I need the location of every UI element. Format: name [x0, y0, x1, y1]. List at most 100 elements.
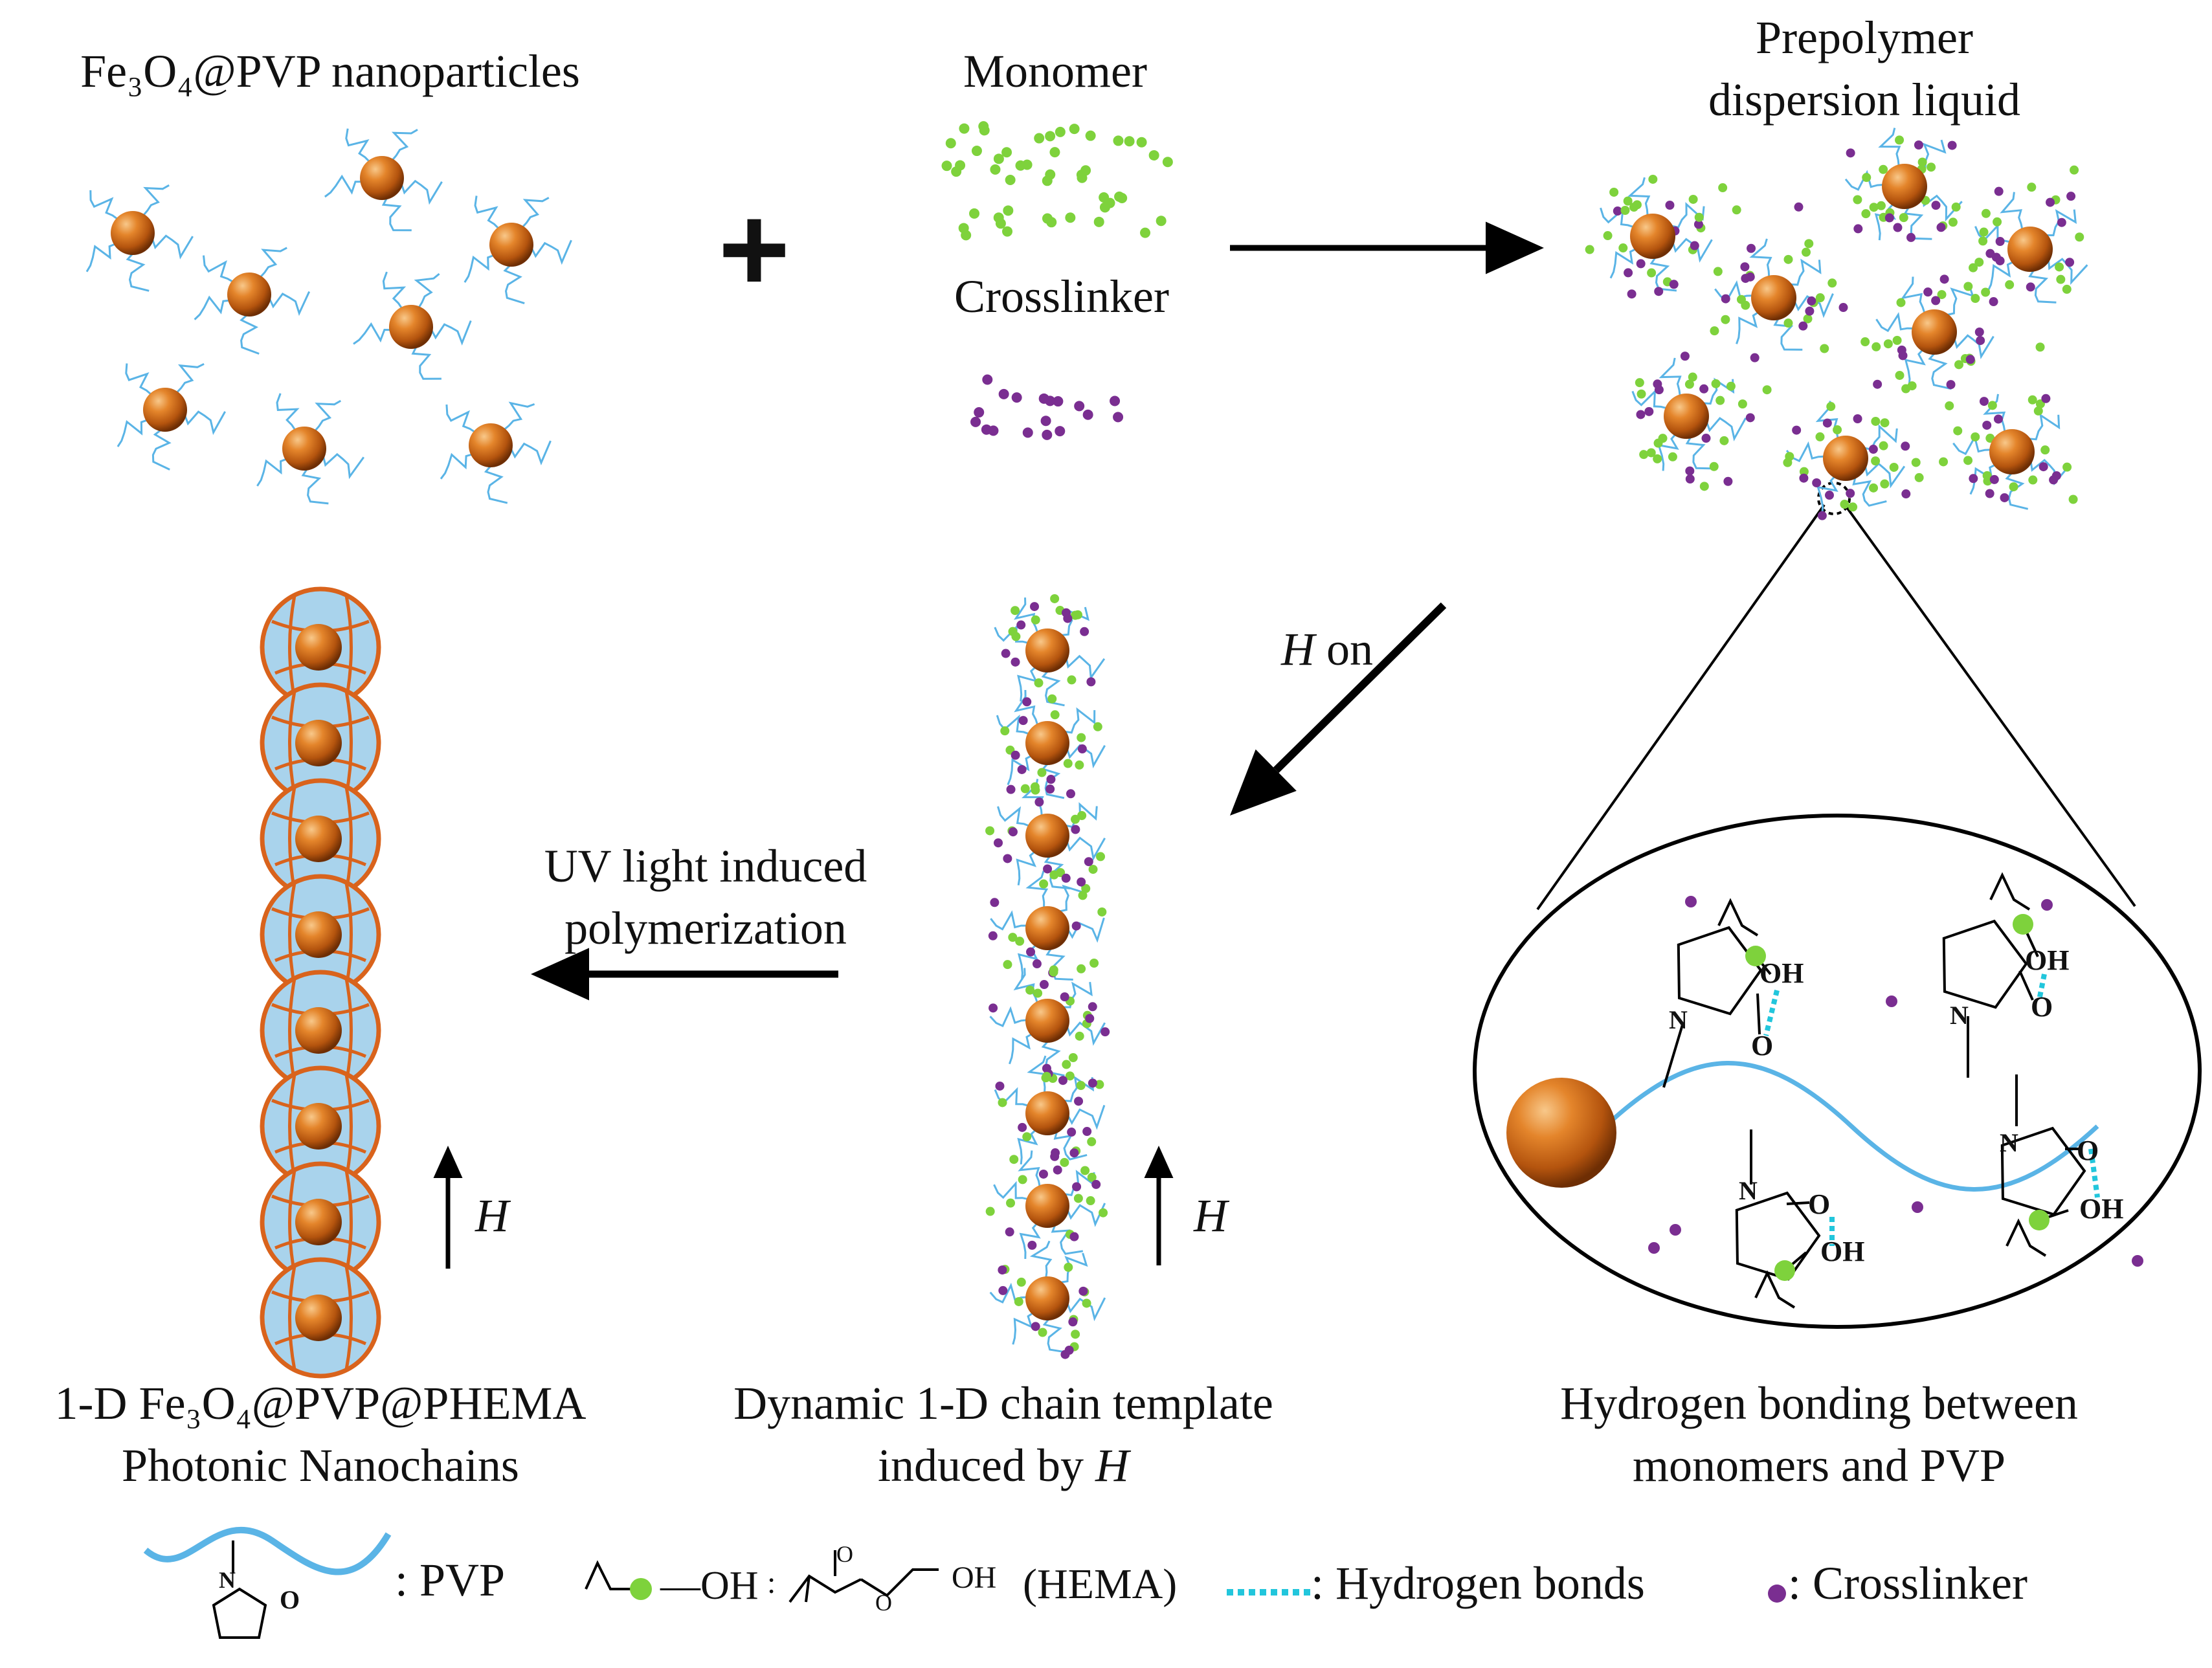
monomer-dot: [1917, 157, 1927, 167]
plus-sign-icon: +: [718, 181, 790, 318]
template-nanoparticle: [1025, 1276, 1069, 1320]
monomer-dot: [1055, 126, 1066, 137]
crosslinker-dot: [1055, 426, 1066, 437]
monomer-dot: [1880, 479, 1890, 489]
crosslinker-dot: [1931, 296, 1941, 306]
pvp-chain: [430, 320, 472, 346]
monomer-dot: [1718, 183, 1728, 193]
crosslinker-dot: [1613, 206, 1622, 216]
pvp-chain: [1952, 334, 1994, 359]
crosslinker-dot: [1100, 1027, 1110, 1037]
pvp-chain: [1789, 258, 1822, 286]
monomer-dot: [1038, 1328, 1047, 1337]
crosslinker-dot: [994, 838, 1003, 848]
monomer-dot: [1969, 263, 1978, 272]
crosslinker-dot: [1031, 1322, 1040, 1331]
polymer-shells: [260, 586, 381, 1379]
monomer-dot: [2009, 482, 2018, 492]
crosslinker-dot: [1985, 489, 1994, 498]
monomer-dot: [1050, 710, 1060, 720]
arrow-right-icon-head: [1486, 221, 1544, 274]
pvp-chains: [85, 128, 2088, 1353]
monomer-dot: [1804, 239, 1814, 249]
carbonyl-bond: [1756, 993, 1761, 1035]
monomer-dot: [1045, 169, 1056, 180]
crosslinker-dot: [1989, 297, 1998, 307]
crosslinker-dot: [1017, 764, 1027, 774]
template-nanoparticle: [1025, 999, 1069, 1043]
pvp-chain: [301, 467, 329, 505]
pvp-chain: [1875, 312, 1915, 333]
hema-4-dot: [2029, 1210, 2050, 1230]
crosslinker-dot: [1008, 827, 1018, 837]
pvp-chain: [1066, 1203, 1106, 1227]
crosslinker-dot: [1653, 379, 1662, 389]
monomer-dot: [1632, 200, 1642, 210]
monomer-dot: [1086, 1196, 1095, 1206]
crosslinker-dot: [1018, 716, 1028, 726]
monomer-dot: [998, 1098, 1007, 1107]
pvp-chain: [1016, 851, 1037, 885]
monomer-dot: [1064, 1262, 1073, 1272]
pvp-chain: [183, 410, 227, 436]
crosslinker-dot: [1853, 224, 1863, 234]
monomer-dot: [1699, 482, 1709, 491]
legend-pvp-n: N: [219, 1567, 236, 1593]
pvp-chain: [1631, 389, 1668, 410]
monomer-dot: [1883, 339, 1893, 349]
legend-hema-o: O: [836, 1541, 853, 1567]
pvp-chain: [1987, 260, 2015, 292]
crosslinker-dot: [1914, 140, 1923, 150]
label-hydrogen-bonding: Hydrogen bonding between monomers and PV…: [1508, 1372, 2130, 1496]
nanochain-particle: [295, 1007, 342, 1054]
monomer-dot: [1647, 268, 1657, 278]
crosslinker-dot: [1077, 877, 1086, 887]
pvp-ring-3: [1735, 1191, 1821, 1281]
monomer-dot: [1060, 1157, 1069, 1167]
monomer-dot: [1978, 236, 1988, 246]
monomer-dot: [1861, 209, 1871, 219]
crosslinker-dot: [1873, 379, 1882, 389]
pvp-chain: [1609, 247, 1637, 279]
legend-crosslinker-dot-icon: [1768, 1585, 1786, 1603]
crosslinker-dot: [1838, 303, 1848, 313]
pvp-chain: [1042, 1317, 1067, 1353]
monomer-dot: [1783, 458, 1793, 467]
monomer-dot: [1895, 370, 1905, 380]
crosslinker-dot: [1648, 1242, 1660, 1254]
monomer-dot: [1827, 278, 1837, 288]
pvp-chain: [509, 440, 552, 466]
monomer-dot: [1008, 933, 1018, 942]
monomer-dot: [1951, 202, 1961, 212]
crosslinker-dot: [1985, 249, 1995, 258]
crosslinker-dot: [1042, 429, 1053, 440]
monomer-dot: [1585, 245, 1594, 254]
nanochain-particle: [295, 624, 342, 671]
label-chain-template: Dynamic 1-D chain template induced by H: [725, 1372, 1282, 1496]
crosslinker-dot: [1053, 396, 1064, 407]
pvp-chain: [530, 239, 572, 265]
nanochain-particle: [295, 1199, 342, 1245]
monomer-dot: [1097, 907, 1107, 917]
monomer-dot: [1979, 227, 1989, 237]
monomer-dot: [1710, 326, 1719, 336]
pvp-chain: [1008, 1032, 1033, 1065]
monomer-dot: [959, 123, 970, 134]
crosslinker-dot: [1066, 789, 1075, 799]
arrow-down-left-icon-head: [1230, 749, 1297, 816]
monomer-dot: [1113, 135, 1124, 146]
legend-hema-o2: O: [875, 1590, 892, 1616]
monomer-dot: [1987, 401, 1997, 410]
monomer-dot: [1049, 967, 1058, 977]
crosslinker-dot: [1723, 476, 1733, 486]
pvp-chain: [322, 452, 365, 480]
monomer-dot: [1732, 205, 1741, 215]
crosslinker-dot: [1893, 223, 1903, 232]
monomer-dot: [1853, 195, 1862, 205]
hydrogen-bond: [2037, 973, 2047, 1001]
monomer-dot: [1637, 389, 1646, 399]
crosslinker-dot: [1061, 873, 1071, 883]
pvp-chain: [85, 243, 117, 272]
hema-2-dot: [2013, 914, 2033, 935]
monomer-dot: [955, 160, 966, 171]
